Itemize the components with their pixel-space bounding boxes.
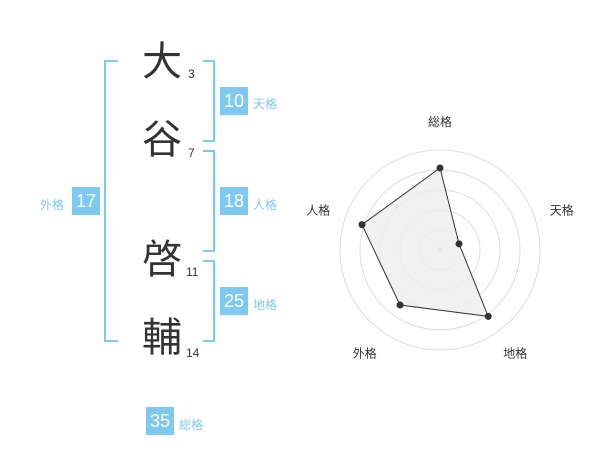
name-char-3: 啓 — [142, 237, 182, 283]
jinkaku-bracket — [203, 150, 215, 252]
radar-axis-label-5: 人格 — [306, 202, 330, 217]
gaikaku-score: 17 — [72, 187, 100, 215]
radar-axis-label-1: 総格 — [428, 114, 452, 129]
tenkaku-bracket — [203, 60, 215, 142]
stroke-count-1: 3 — [188, 67, 195, 81]
tenkaku-label: 天格 — [253, 97, 278, 111]
name-char-1: 大 — [142, 39, 182, 85]
soukaku-label: 総格 — [179, 418, 204, 432]
radar-point-2 — [455, 240, 463, 248]
radar-point-1 — [436, 164, 444, 172]
stroke-count-2: 7 — [188, 146, 195, 160]
stroke-count-3: 11 — [186, 265, 199, 279]
name-char-4: 輔 — [142, 315, 182, 361]
radar-axis-label-4: 外格 — [353, 346, 377, 361]
radar-ring — [339, 149, 541, 351]
radar-area — [361, 167, 489, 317]
radar-point-5 — [358, 221, 366, 229]
chikaku-bracket — [203, 260, 215, 342]
jinkaku-score: 18 — [220, 187, 248, 215]
radar-point-3 — [484, 312, 492, 320]
radar-axis-label-3: 地格 — [503, 346, 527, 361]
gaikaku-bracket — [104, 60, 118, 342]
chikaku-score: 25 — [220, 287, 248, 315]
radar-axis-label-2: 天格 — [550, 202, 574, 217]
gaikaku-label: 外格 — [40, 198, 65, 212]
stroke-count-4: 14 — [186, 346, 200, 360]
tenkaku-score: 10 — [220, 87, 248, 115]
radar-point-4 — [396, 301, 404, 309]
soukaku-score: 35 — [146, 407, 174, 435]
name-char-2: 谷 — [142, 117, 182, 163]
chikaku-label: 地格 — [253, 298, 278, 312]
jinkaku-label: 人格 — [253, 198, 278, 212]
